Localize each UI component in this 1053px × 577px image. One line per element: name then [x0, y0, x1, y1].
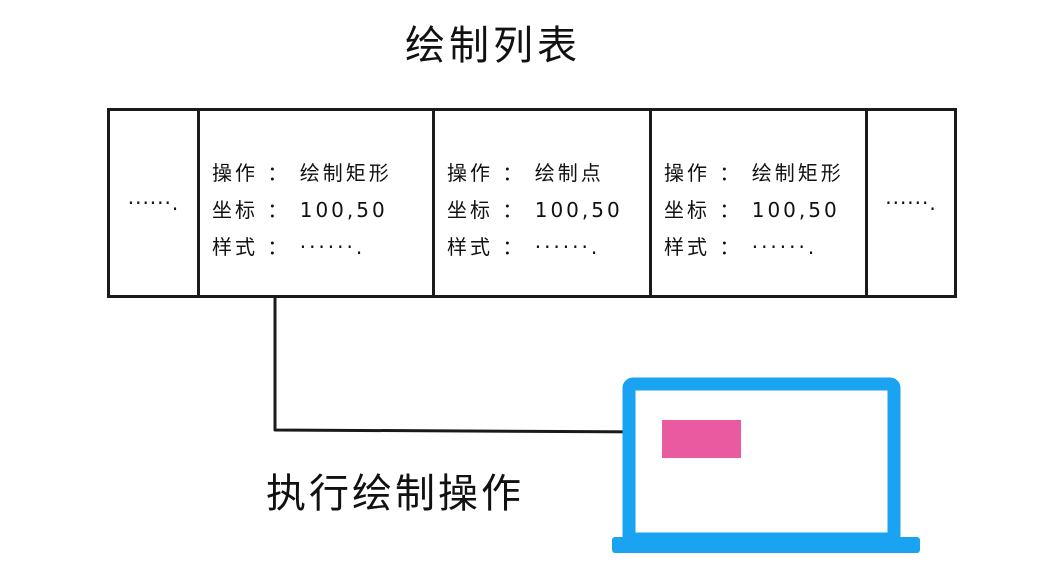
coord-value: 100,50	[751, 198, 840, 222]
coord-value: 100,50	[534, 198, 623, 222]
separator: ：	[719, 198, 743, 222]
style-value: ······.	[299, 235, 366, 259]
style-line-1: 样式 ： ······.	[212, 229, 392, 266]
coord-value: 100,50	[299, 198, 388, 222]
style-line-3: 样式 ： ······.	[664, 229, 844, 266]
op-label: 操作	[664, 161, 710, 185]
coord-label: 坐标	[212, 198, 258, 222]
style-value: ······.	[751, 235, 818, 259]
connector-arrow	[273, 296, 655, 432]
draw-list: ······. 操作 ： 绘制矩形 坐标 ： 100,50 样式 ： ·····…	[107, 108, 957, 298]
coord-line-3: 坐标 ： 100,50	[664, 192, 844, 229]
coord-label: 坐标	[664, 198, 710, 222]
op-value: 绘制矩形	[751, 161, 844, 185]
drawn-rectangle	[662, 420, 741, 458]
separator: ：	[267, 198, 291, 222]
draw-list-item-1: 操作 ： 绘制矩形 坐标 ： 100,50 样式 ： ······.	[200, 111, 435, 295]
style-label: 样式	[447, 235, 493, 259]
op-label: 操作	[447, 161, 493, 185]
op-label: 操作	[212, 161, 258, 185]
draw-list-item-3: 操作 ： 绘制矩形 坐标 ： 100,50 样式 ： ······.	[652, 111, 868, 295]
coord-line-2: 坐标 ： 100,50	[447, 192, 623, 229]
diagram-title: 绘制列表	[405, 23, 581, 69]
style-label: 样式	[212, 235, 258, 259]
draw-list-trailing-ellipsis: ······.	[868, 111, 954, 295]
separator: ：	[267, 161, 291, 185]
separator: ：	[502, 198, 526, 222]
style-label: 样式	[664, 235, 710, 259]
trailing-ellipsis-text: ······.	[885, 191, 937, 215]
laptop-icon	[612, 377, 920, 553]
leading-ellipsis-text: ······.	[127, 191, 180, 215]
execute-draw-caption: 执行绘制操作	[266, 471, 524, 517]
separator: ：	[719, 161, 743, 185]
coord-label: 坐标	[447, 198, 493, 222]
style-line-2: 样式 ： ······.	[447, 229, 623, 266]
op-value: 绘制点	[534, 161, 604, 185]
op-line-1: 操作 ： 绘制矩形	[212, 155, 392, 192]
separator: ：	[267, 235, 291, 259]
separator: ：	[719, 235, 743, 259]
separator: ：	[502, 235, 526, 259]
style-value: ······.	[534, 235, 601, 259]
separator: ：	[502, 161, 526, 185]
op-line-3: 操作 ： 绘制矩形	[664, 155, 844, 192]
coord-line-1: 坐标 ： 100,50	[212, 192, 392, 229]
draw-list-leading-ellipsis: ······.	[110, 111, 200, 295]
draw-list-item-2: 操作 ： 绘制点 坐标 ： 100,50 样式 ： ······.	[435, 111, 652, 295]
laptop-base	[612, 537, 920, 553]
op-value: 绘制矩形	[299, 161, 392, 185]
op-line-2: 操作 ： 绘制点	[447, 155, 623, 192]
laptop-screen-frame	[622, 377, 901, 546]
